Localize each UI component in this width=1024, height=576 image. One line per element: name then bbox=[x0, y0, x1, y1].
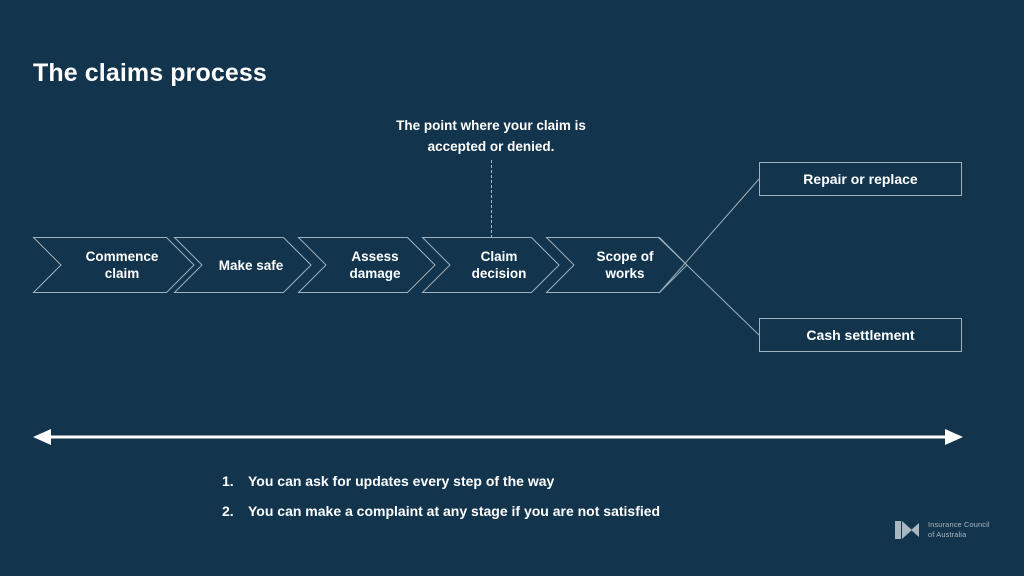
outcome-label: Cash settlement bbox=[806, 327, 915, 343]
process-step-make-safe[interactable]: Make safe bbox=[173, 237, 312, 293]
list-item-number: 2. bbox=[222, 503, 234, 519]
process-step-commence-claim[interactable]: Commence claim bbox=[32, 237, 195, 293]
connector-to-cash bbox=[658, 237, 760, 336]
callout-dashed-line bbox=[491, 160, 492, 238]
insurance-council-logo-icon bbox=[895, 521, 919, 539]
chevron-shape bbox=[173, 237, 312, 293]
process-step-label: Claim decision bbox=[471, 249, 527, 281]
outcome-label: Repair or replace bbox=[803, 171, 918, 187]
list-item: 1. You can ask for updates every step of… bbox=[222, 466, 822, 496]
chevron-shape bbox=[421, 237, 560, 293]
connector-to-repair bbox=[658, 178, 760, 294]
page-title: The claims process bbox=[33, 59, 267, 87]
arrow-head-right-icon bbox=[945, 429, 963, 445]
list-item-text: You can make a complaint at any stage if… bbox=[248, 503, 661, 519]
notes-list: 1. You can ask for updates every step of… bbox=[222, 466, 822, 526]
outcome-box-repair-or-replace[interactable]: Repair or replace bbox=[759, 162, 962, 196]
process-step-label: Scope of works bbox=[596, 249, 654, 281]
process-step-label: Commence claim bbox=[85, 249, 159, 281]
arrow-head-left-icon bbox=[33, 429, 51, 445]
list-item: 2. You can make a complaint at any stage… bbox=[222, 496, 822, 526]
chevron-shape bbox=[297, 237, 436, 293]
process-step-claim-decision[interactable]: Claim decision bbox=[421, 237, 560, 293]
process-step-assess-damage[interactable]: Assess damage bbox=[297, 237, 436, 293]
logo: Insurance Council of Australia bbox=[893, 516, 990, 544]
logo-text: Insurance Council of Australia bbox=[928, 520, 990, 539]
list-item-number: 1. bbox=[222, 473, 234, 489]
process-step-label: Assess damage bbox=[349, 249, 401, 281]
outcome-box-cash-settlement[interactable]: Cash settlement bbox=[759, 318, 962, 352]
chevron-shape bbox=[32, 237, 195, 293]
process-step-label: Make safe bbox=[218, 257, 284, 273]
list-item-text: You can ask for updates every step of th… bbox=[248, 473, 555, 489]
callout-text: The point where your claim is accepted o… bbox=[396, 118, 586, 154]
